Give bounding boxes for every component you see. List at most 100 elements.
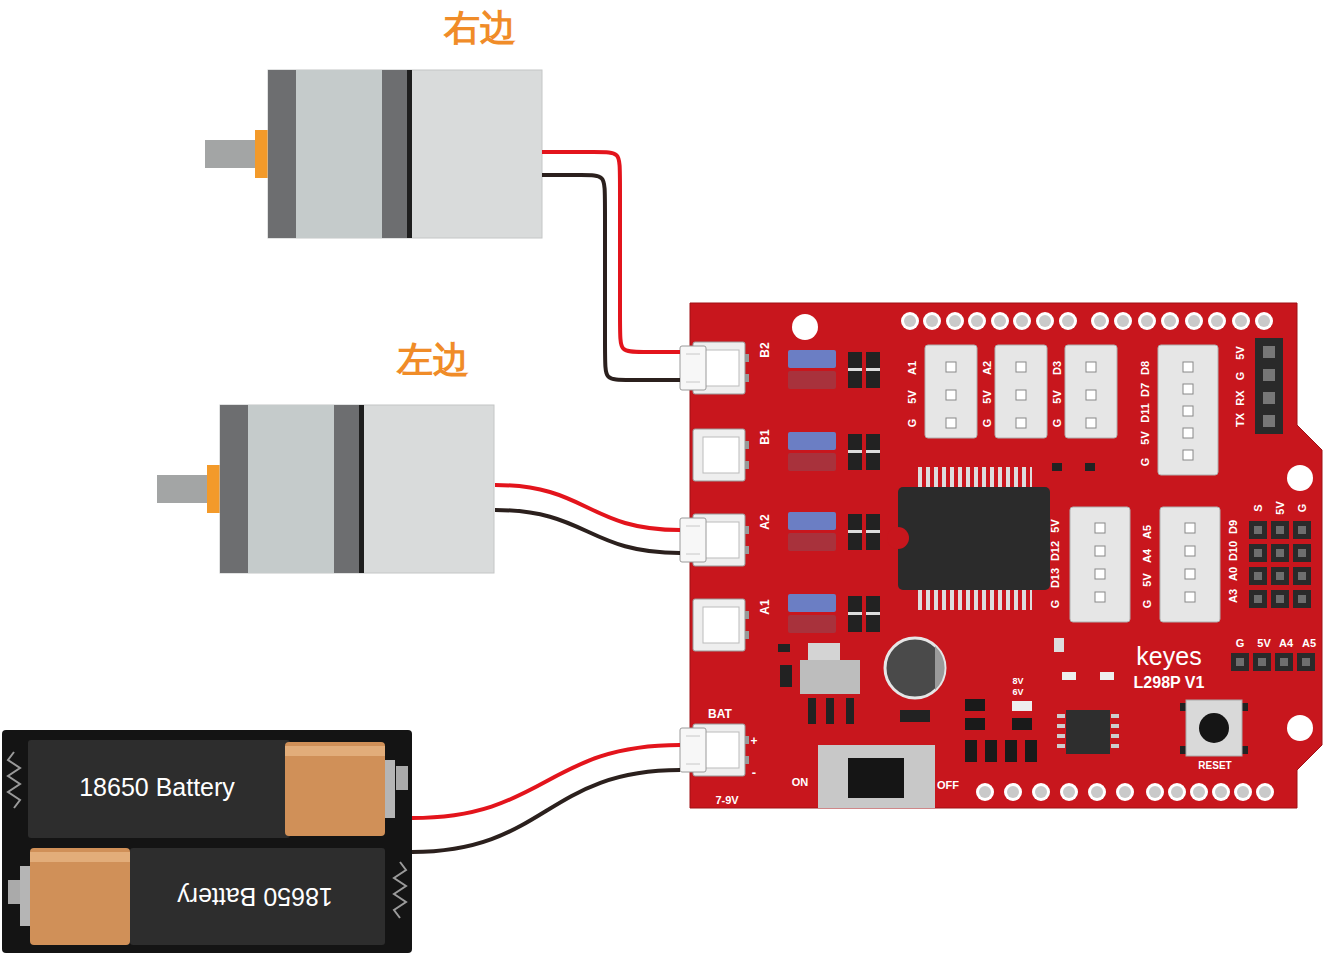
pin-label: G (1236, 638, 1245, 649)
driver-board (690, 303, 1322, 808)
pin-label: A5 (1302, 638, 1316, 649)
voltage-regulator (826, 698, 834, 724)
motor-port: B1 (680, 425, 775, 485)
power-switch (818, 745, 935, 808)
driver-board (1249, 544, 1267, 562)
smd-parts (1012, 701, 1032, 711)
battery-holder (285, 746, 385, 756)
smd-parts (965, 638, 1114, 762)
motor-wire (412, 745, 680, 852)
driver-chip (918, 467, 1032, 487)
pin-label: A4 (1142, 549, 1153, 563)
driver-board (923, 312, 941, 330)
driver-board (901, 312, 919, 330)
driver-board (1271, 590, 1289, 608)
motor-port: A1 (680, 595, 775, 655)
driver-board (1253, 653, 1271, 671)
driver-board (1293, 544, 1311, 562)
driver-board (1114, 312, 1132, 330)
driver-board (680, 518, 706, 562)
smd-parts (1100, 672, 1114, 680)
capacitor (885, 638, 945, 698)
motor-wire (542, 152, 680, 380)
driver-board (1168, 783, 1186, 801)
driver-board (1091, 312, 1109, 330)
driver-board (1234, 783, 1252, 801)
motor-wire (495, 485, 680, 553)
battery-cell: 18650 Battery (28, 740, 390, 838)
battery-holder (28, 740, 290, 838)
smd-parts (965, 718, 985, 730)
pin-label: 8V (1012, 677, 1023, 686)
driver-board (693, 599, 749, 651)
pin-header-5 (1158, 345, 1218, 475)
voltage-regulator (778, 644, 790, 652)
pin-label: D11 (1140, 403, 1151, 423)
red-wire (495, 485, 680, 530)
driver-board (1036, 312, 1054, 330)
driver-board (1065, 345, 1117, 438)
pin-label: D3 (1052, 361, 1063, 375)
driver-board (995, 345, 1047, 438)
pin-label: A4 (1279, 638, 1293, 649)
driver-board (1287, 715, 1313, 741)
serial-header (1263, 369, 1275, 381)
pin-label: 7-9V (715, 795, 738, 806)
voltage-regulator (780, 665, 792, 687)
driver-board (788, 512, 880, 551)
soic-chip (1061, 710, 1115, 754)
driver-board (1249, 521, 1267, 539)
battery-holder (8, 752, 20, 808)
smd-parts (1005, 740, 1017, 762)
pin-label: 5V (982, 390, 993, 403)
driver-board (1293, 521, 1311, 539)
pin-label: G (1235, 372, 1246, 381)
motor-port: B2 (680, 338, 775, 398)
pin-label: D8 (1140, 361, 1151, 375)
battery-holder (130, 848, 385, 945)
battery-holder (20, 866, 30, 926)
pin-label: 5V (1275, 501, 1286, 514)
voltage-regulator (808, 698, 816, 724)
red-wire (542, 152, 680, 352)
driver-board (1161, 312, 1179, 330)
driver-board (788, 432, 880, 471)
pin-label: RX (1235, 390, 1246, 405)
pin-label: D7 (1140, 383, 1151, 397)
power-switch (818, 745, 935, 808)
pin-label: G (1297, 504, 1308, 513)
black-wire (542, 175, 680, 380)
pin-label: 5V (1140, 431, 1151, 444)
power-switch (848, 758, 904, 798)
reset-button (1180, 746, 1186, 754)
driver-board (991, 312, 1009, 330)
driver-board (1293, 590, 1311, 608)
pin-label: RESET (1198, 761, 1231, 771)
pin-label: + (750, 735, 757, 747)
pin-label: 5V (1052, 390, 1063, 403)
voltage-regulator (846, 698, 854, 724)
pin-label: A0 (1228, 567, 1239, 581)
driver-board (680, 303, 1322, 808)
pin-label: G (907, 419, 918, 428)
reset-button (1180, 700, 1248, 756)
black-wire (412, 770, 680, 852)
pin-header-5 (1183, 384, 1193, 394)
capacitor (935, 646, 945, 690)
serial-header (1255, 338, 1283, 434)
battery-holder (2, 730, 412, 953)
motor-right: 右边 (200, 5, 542, 238)
driver-board (1070, 507, 1130, 622)
driver-board (1293, 567, 1311, 585)
driver-board (1185, 312, 1203, 330)
battery-holder (396, 766, 408, 790)
battery-holder (394, 862, 406, 918)
pin-header-5 (1158, 345, 1218, 475)
pin-header-5 (1183, 406, 1193, 416)
battery-holder (8, 880, 20, 904)
pin-label: D10 (1228, 541, 1239, 561)
reset-button (1186, 700, 1242, 756)
battery-holder (30, 848, 130, 945)
